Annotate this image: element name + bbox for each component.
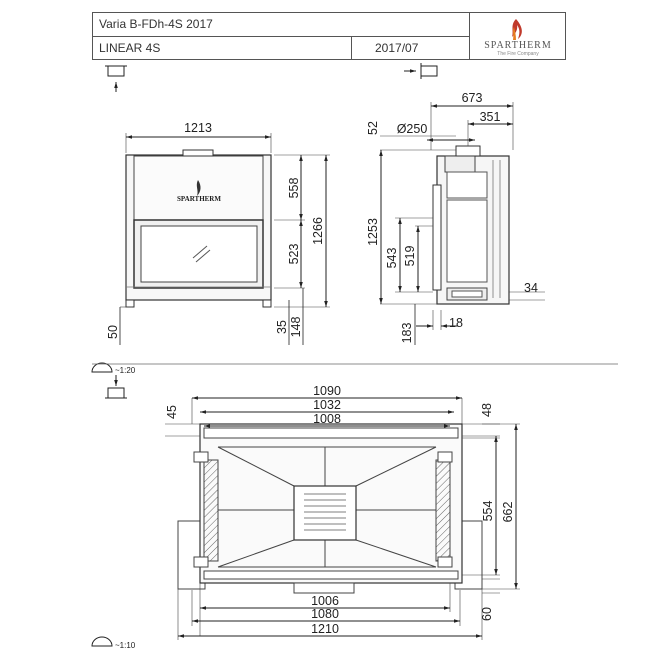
dim-plan-60: 60	[480, 607, 494, 621]
dim-front-total: 1266	[311, 217, 325, 245]
dim-side-34: 34	[524, 281, 538, 295]
dim-side-top: 52	[366, 121, 380, 135]
view-from-front-icon	[105, 65, 127, 92]
view-from-top-icon	[105, 375, 127, 399]
title-block: Varia B-FDh-4S 2017 LINEAR 4S 2017/07 SP…	[92, 12, 566, 60]
dim-plan-1006: 1006	[311, 594, 339, 608]
dim-side-glass-b: 519	[403, 246, 417, 267]
dim-plan-outer: 1090	[313, 384, 341, 398]
side-dimensions: 673 351 Ø250 52 1253 543 519 183 18 34	[366, 91, 545, 345]
side-view	[432, 145, 510, 305]
dim-side-flue-diameter: Ø250	[397, 122, 428, 136]
front-logo-text: SPARTHERM	[177, 195, 221, 203]
dim-front-upper: 558	[287, 178, 301, 199]
drawing-date: 2017/07	[375, 41, 419, 55]
scale-upper: ~1:20	[115, 366, 136, 375]
brand-logo: SPARTHERM The Fire Company	[470, 13, 566, 60]
plan-view	[177, 423, 483, 594]
dim-front-foot-a: 35	[275, 320, 289, 334]
dim-plan-554: 554	[481, 501, 495, 522]
dim-front-foot-b: 148	[289, 317, 303, 338]
dim-plan-1080: 1080	[311, 607, 339, 621]
scale-lower: ~1:10	[115, 641, 136, 650]
scale-icon	[91, 362, 113, 373]
dim-front-glass: 523	[287, 244, 301, 265]
view-from-right-icon	[404, 63, 438, 79]
dim-side-bottom-b: 18	[449, 316, 463, 330]
brand-tagline: The Fire Company	[497, 51, 539, 57]
dim-side-flue-offset: 351	[480, 110, 501, 124]
brand-name: SPARTHERM	[484, 40, 552, 51]
dim-plan-inner: 1008	[313, 412, 341, 426]
plan-dimensions: 1090 1032 1008 45 48 554 662 1006 1080 1…	[165, 384, 520, 640]
dim-side-bottom-a: 183	[400, 323, 414, 344]
dim-plan-662: 662	[501, 502, 515, 523]
dim-side-depth: 673	[462, 91, 483, 105]
flame-icon	[512, 19, 522, 40]
front-view: SPARTHERM	[125, 149, 272, 308]
model-subtitle: LINEAR 4S	[99, 41, 161, 55]
model-name: Varia B-FDh-4S 2017	[99, 17, 213, 31]
flue-collar	[293, 485, 357, 541]
scale-icon	[91, 636, 113, 647]
dim-front-foot-left: 50	[106, 325, 120, 339]
dim-plan-mid: 1032	[313, 398, 341, 412]
dim-front-width: 1213	[184, 121, 212, 135]
dim-plan-45: 45	[165, 405, 179, 419]
dim-side-height: 1253	[366, 218, 380, 246]
front-dimensions: 1213 558 523 1266 50 35 148	[106, 121, 330, 345]
front-logo-mark	[196, 180, 201, 196]
dim-plan-48: 48	[480, 403, 494, 417]
dim-plan-1210: 1210	[311, 622, 339, 636]
dim-side-glass-a: 543	[385, 248, 399, 269]
